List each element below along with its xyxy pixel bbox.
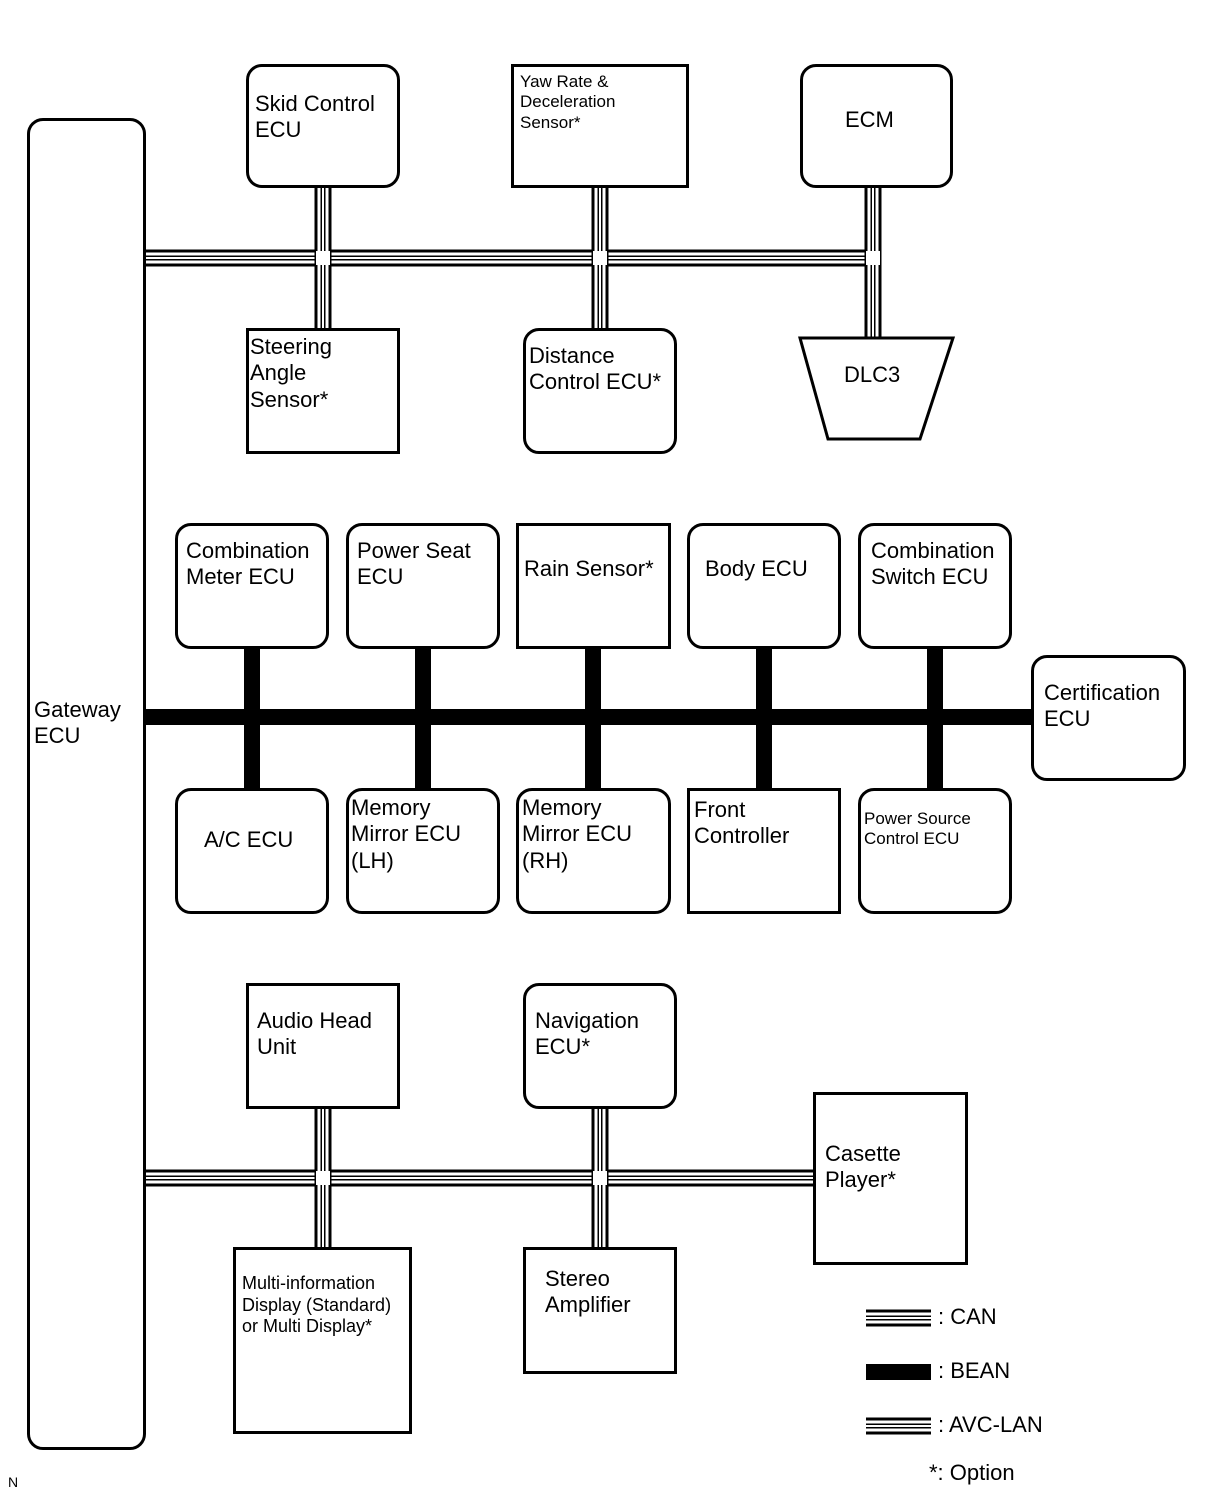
legend-bean-label: : BEAN <box>938 1358 1011 1383</box>
legend-avc-lan-label: : AVC-LAN <box>938 1412 1043 1437</box>
certification-ecu-label: Certification ECU <box>1044 680 1161 732</box>
ecm-label: ECM <box>845 107 894 132</box>
distance-control-ecu-label: Distance Control ECU* <box>529 343 662 395</box>
dlc3-label: DLC3 <box>844 362 901 387</box>
skid-control-ecu-label: Skid Control ECU <box>255 91 375 143</box>
bus-junction <box>316 1171 330 1185</box>
power-source-control-ecu-label: Power Source Control ECU <box>864 809 971 849</box>
audio-head-unit-box: Audio Head Unit <box>246 983 400 1109</box>
audio-head-unit-label: Audio Head Unit <box>257 1008 372 1060</box>
bus-junction <box>866 251 880 265</box>
rain-sensor-box: Rain Sensor* <box>516 523 671 649</box>
navigation-ecu-box: Navigation ECU* <box>523 983 677 1109</box>
front-controller-label: Front Controller <box>694 797 790 849</box>
bus-junction <box>593 251 607 265</box>
certification-ecu-box: Certification ECU <box>1031 655 1186 781</box>
memory-mirror-lh-box: Memory Mirror ECU (LH) <box>346 788 500 914</box>
stereo-amplifier-box: Stereo Amplifier <box>523 1247 677 1374</box>
legend-option-label: *: Option <box>929 1460 1015 1485</box>
power-seat-ecu-box: Power Seat ECU <box>346 523 500 649</box>
power-source-control-ecu-box: Power Source Control ECU <box>858 788 1012 914</box>
memory-mirror-rh-box: Memory Mirror ECU (RH) <box>516 788 671 914</box>
corner-mark: N <box>8 1474 19 1490</box>
body-ecu-box: Body ECU <box>687 523 841 649</box>
multi-information-display-label: Multi-information Display (Standard) or … <box>242 1273 392 1337</box>
bus-lines <box>146 188 1031 1247</box>
casette-player-label: Casette Player* <box>825 1141 901 1193</box>
skid-control-ecu-box: Skid Control ECU <box>246 64 400 188</box>
front-controller-box: Front Controller <box>687 788 841 914</box>
gateway-ecu-box: Gateway ECU <box>27 118 146 1450</box>
casette-player-box: Casette Player* <box>813 1092 968 1265</box>
stereo-amplifier-label: Stereo Amplifier <box>545 1266 631 1318</box>
body-ecu-label: Body ECU <box>705 556 808 581</box>
yaw-rate-sensor-label: Yaw Rate & Deceleration Sensor* <box>520 72 616 132</box>
memory-mirror-rh-label: Memory Mirror ECU (RH) <box>522 795 632 873</box>
combination-meter-ecu-label: Combination Meter ECU <box>186 538 310 590</box>
bus-junction <box>316 251 330 265</box>
combination-switch-ecu-box: Combination Switch ECU <box>858 523 1012 649</box>
bus-junction <box>593 1171 607 1185</box>
combination-switch-ecu-label: Combination Switch ECU <box>871 538 995 590</box>
ac-ecu-box: A/C ECU <box>175 788 329 914</box>
rain-sensor-label: Rain Sensor* <box>524 556 654 581</box>
combination-meter-ecu-box: Combination Meter ECU <box>175 523 329 649</box>
navigation-ecu-label: Navigation ECU* <box>535 1008 639 1060</box>
ecm-box: ECM <box>800 64 953 188</box>
steering-angle-sensor-label: Steering Angle Sensor* <box>250 334 332 412</box>
distance-control-ecu-box: Distance Control ECU* <box>523 328 677 454</box>
legend-line-samples <box>866 1309 931 1435</box>
multi-information-display-box: Multi-information Display (Standard) or … <box>233 1247 412 1434</box>
dlc3-connector-shape <box>798 336 956 441</box>
memory-mirror-lh-label: Memory Mirror ECU (LH) <box>351 795 461 873</box>
yaw-rate-sensor-box: Yaw Rate & Deceleration Sensor* <box>511 64 689 188</box>
legend-can-label: : CAN <box>938 1304 997 1329</box>
gateway-ecu-label: Gateway ECU <box>34 697 121 749</box>
steering-angle-sensor-box: Steering Angle Sensor* <box>246 328 400 454</box>
power-seat-ecu-label: Power Seat ECU <box>357 538 471 590</box>
ac-ecu-label: A/C ECU <box>204 827 294 852</box>
